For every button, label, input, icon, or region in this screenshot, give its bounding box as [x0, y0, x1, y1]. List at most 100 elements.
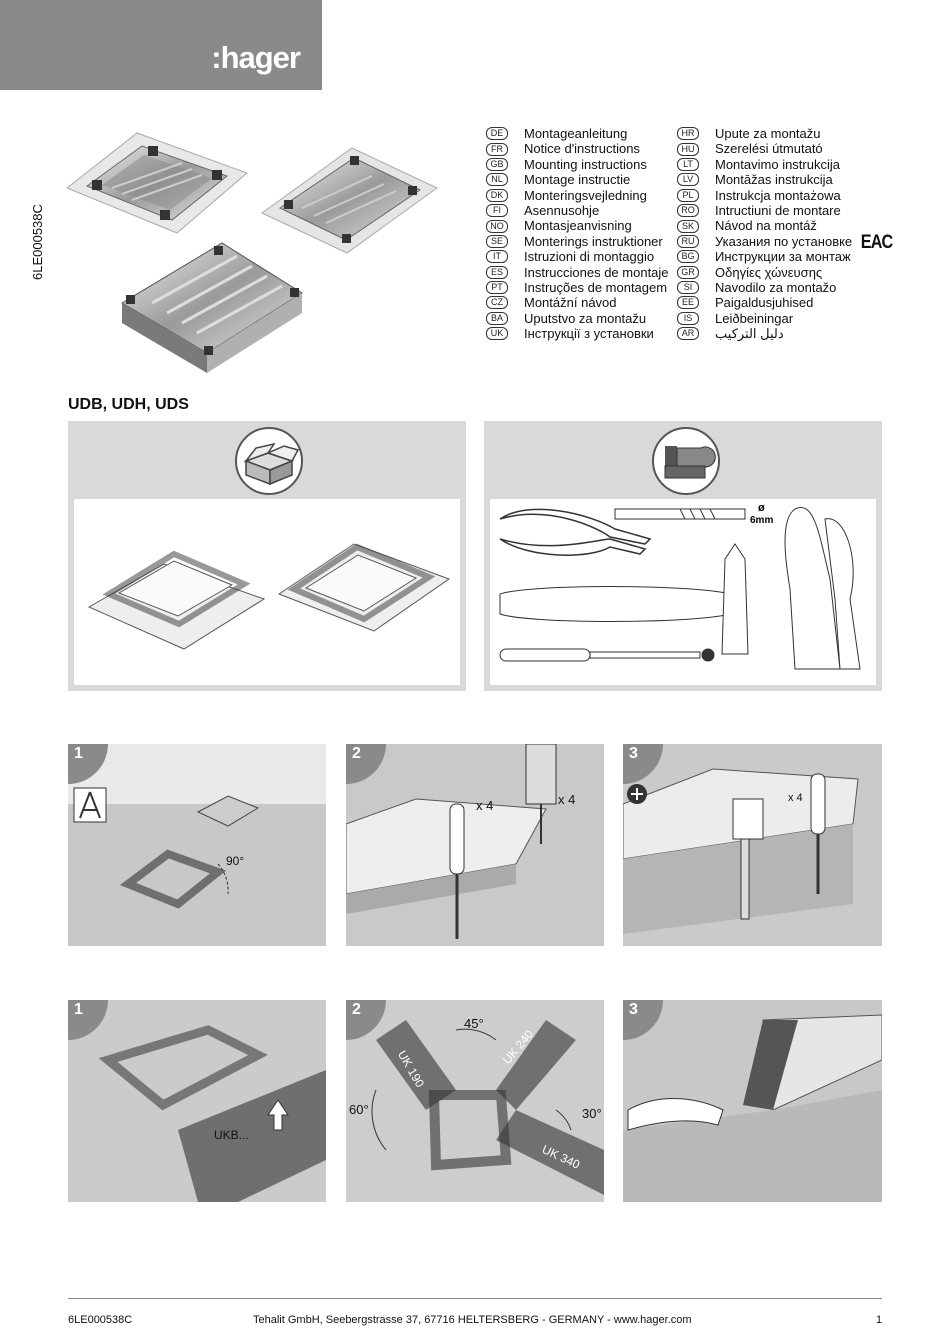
step-3-panel-row1: 3 x 4: [623, 744, 882, 946]
floor-box-product-2: [261, 147, 438, 254]
lang-text: Mounting instructions: [524, 156, 647, 172]
lang-row-si: SI Navodilo za montažo: [677, 280, 852, 295]
lang-badge: GB: [486, 157, 508, 171]
footer-doc-code: 6LE000538C: [68, 1314, 133, 1326]
lang-badge: HR: [677, 127, 699, 141]
lang-text: Navodilo za montažo: [715, 279, 837, 295]
lang-text: Указания по установке: [715, 233, 853, 249]
product-title: UDB, UDH, UDS: [68, 396, 189, 413]
lang-badge: NL: [486, 173, 508, 187]
eac-certification-mark: EAC: [860, 232, 893, 253]
lang-row-ru: RU Указания по установке: [677, 234, 852, 249]
lang-text: Upute za montažu: [715, 126, 821, 141]
drill-bit-icon: [614, 508, 746, 520]
screwdriver-icon: [810, 773, 826, 894]
lang-badge: AR: [677, 327, 699, 341]
lang-text: Instrukcja montażowa: [715, 187, 841, 203]
lang-badge: RO: [677, 204, 699, 218]
lang-badge: EE: [677, 296, 699, 310]
lang-badge: RU: [677, 234, 699, 248]
step-3-panel-row2: 3: [623, 1000, 882, 1202]
lang-badge: IS: [677, 311, 699, 325]
lang-row-no: NO Montasjeanvisning: [486, 218, 669, 233]
lang-text: Montážní návod: [524, 295, 617, 311]
lang-text: Montāžas instrukcija: [715, 172, 833, 188]
lang-text: Инструкции за монтаж: [715, 249, 851, 265]
lang-text: Istruzioni di montaggio: [524, 249, 655, 265]
lang-text: Οδηγίες χώνευσης: [715, 264, 823, 280]
lang-badge: NO: [486, 219, 508, 233]
lang-badge: DE: [486, 127, 508, 141]
package-contents-illustration: [74, 499, 460, 685]
lang-row-it: IT Istruzioni di montaggio: [486, 249, 669, 264]
hammer-icon: [499, 543, 749, 655]
lang-row-nl: NL Montage instructie: [486, 172, 669, 187]
footer-address: Tehalit GmbH, Seebergstrasse 37, 67716 H…: [253, 1314, 692, 1326]
lang-row-cz: CZ Montážní návod: [486, 295, 669, 310]
lang-badge: FI: [486, 204, 508, 218]
lang-text: Návod na montáž: [715, 218, 817, 234]
lang-row-hr: HR Upute za montažu: [677, 126, 852, 141]
lang-text: Instrucciones de montaje: [524, 264, 669, 280]
lang-text: Monteringsvejledning: [524, 187, 647, 203]
angle-label: 30°: [582, 1106, 602, 1121]
hager-logo: :hager: [211, 40, 301, 75]
lang-text: دليل التركيب: [715, 326, 784, 342]
lang-text: Asennusohje: [524, 202, 600, 218]
lang-badge: BA: [486, 311, 508, 325]
pliers-icon: [499, 508, 652, 556]
crimping-tool-icon: [784, 506, 861, 670]
floor-box-product-1: [66, 132, 248, 234]
angle-label: 60°: [349, 1102, 369, 1117]
lang-badge: IT: [486, 250, 508, 264]
angle-label: 90°: [226, 854, 245, 868]
lang-badge: SI: [677, 281, 699, 295]
lang-row-de: DE Montageanleitung: [486, 126, 669, 141]
lang-row-fi: FI Asennusohje: [486, 203, 669, 218]
lang-text: Montasjeanvisning: [524, 218, 632, 234]
lang-text: Szerelési útmutató: [715, 141, 823, 157]
crimping-tool-icon: [627, 1098, 724, 1131]
lang-row-dk: DK Monteringsvejledning: [486, 188, 669, 203]
quantity-label: x 4: [788, 792, 803, 804]
step-2-panel-row2: 2 45° 60° 30° UK 190 UK 240 UK 340: [346, 1000, 604, 1202]
lang-row-sk: SK Návod na montáž: [677, 218, 852, 233]
lang-badge: ES: [486, 265, 508, 279]
quantity-label: x 4: [476, 798, 494, 813]
frame-on-panel-1: [87, 550, 266, 650]
lang-badge: BG: [677, 250, 699, 264]
footer-divider: [68, 1298, 882, 1299]
screwdriver-icon: [499, 648, 715, 662]
lang-badge: UK: [486, 327, 508, 341]
lang-badge: CZ: [486, 296, 508, 310]
lang-text: Intructiuni de montare: [715, 202, 841, 218]
product-illustrations: [62, 128, 442, 380]
compass-icon: [73, 787, 107, 823]
tools-icon: [651, 426, 721, 496]
lang-badge: GR: [677, 265, 699, 279]
lang-text: Montageanleitung: [524, 126, 628, 141]
lang-text: Montavimo instrukcija: [715, 156, 840, 172]
lang-text: Leiðbeiningar: [715, 310, 794, 326]
tools-panel: ø 6mm: [484, 421, 882, 691]
lang-badge: SK: [677, 219, 699, 233]
lang-row-ro: RO Intructiuni de montare: [677, 203, 852, 218]
lang-badge: PT: [486, 281, 508, 295]
package-contents-panel: [68, 421, 466, 691]
lang-row-bg: BG Инструкции за монтаж: [677, 249, 852, 264]
lang-badge: FR: [486, 142, 508, 156]
doc-code-vertical: 6LE000538C: [30, 204, 45, 280]
lang-badge: DK: [486, 188, 508, 202]
lang-text: Montage instructie: [524, 172, 631, 188]
drill-diameter-symbol: ø: [758, 502, 765, 514]
lang-row-gr: GR Οδηγίες χώνευσης: [677, 265, 852, 280]
lang-row-gb: GB Mounting instructions: [486, 157, 669, 172]
